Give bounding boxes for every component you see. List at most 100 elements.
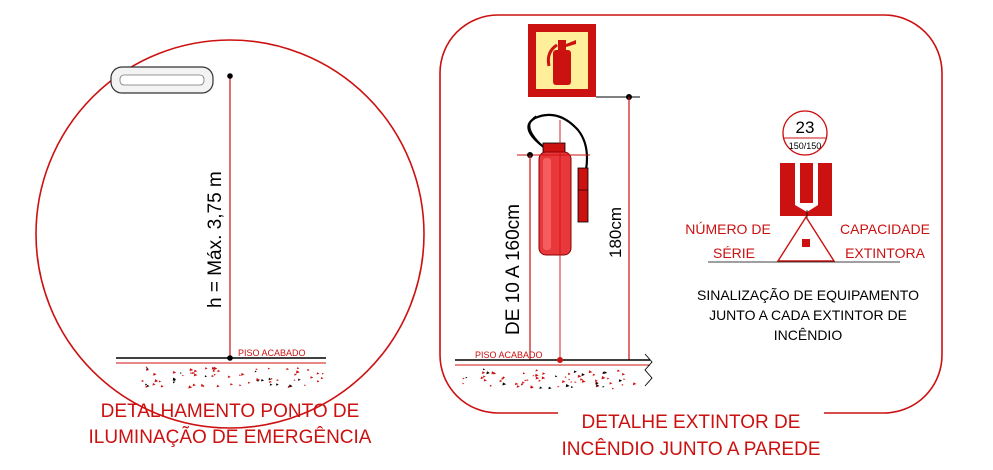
hatch-mark xyxy=(152,382,156,386)
hatch-mark xyxy=(542,372,546,375)
floor-break-symbol xyxy=(644,353,653,387)
hatch-mark xyxy=(521,381,525,384)
hatch-mark xyxy=(538,379,541,382)
hatch-mark xyxy=(294,373,297,376)
hatch-mark xyxy=(257,379,260,382)
hatch-mark xyxy=(580,378,584,381)
hatch-mark xyxy=(482,368,486,371)
hatch-mark xyxy=(213,373,217,376)
hatch-mark xyxy=(486,371,490,375)
hatch-mark xyxy=(555,375,558,378)
extinguisher-height-label: DE 10 A 160cm xyxy=(503,204,524,335)
hatch-mark xyxy=(632,382,637,386)
hatch-mark xyxy=(596,385,599,388)
hatch-mark xyxy=(295,370,300,374)
hatch-mark xyxy=(172,381,175,384)
hatch-mark xyxy=(577,374,582,378)
hatch-mark xyxy=(255,368,258,371)
hatch-mark xyxy=(482,375,486,378)
hatch-mark xyxy=(516,385,520,388)
serial-label-line1: NÚMERO DE xyxy=(685,221,771,237)
hatch-mark xyxy=(217,369,221,373)
floor-hatch-right xyxy=(462,368,637,390)
hatch-mark xyxy=(501,377,505,380)
note-line1: SINALIZAÇÃO DE EQUIPAMENTO xyxy=(697,287,919,303)
caption-right-line1: DETALHE EXTINTOR DE xyxy=(582,412,801,433)
hatch-mark xyxy=(254,370,257,373)
hatch-mark xyxy=(275,383,279,386)
hatch-mark xyxy=(141,379,145,383)
serial-label-line2: SÉRIE xyxy=(713,245,755,261)
hatch-mark xyxy=(200,383,205,387)
hatch-mark xyxy=(483,378,487,382)
hatch-mark xyxy=(172,370,177,374)
hatch-mark xyxy=(520,383,524,386)
note-line3: INCÊNDIO xyxy=(774,327,843,343)
hatch-mark xyxy=(567,372,571,376)
hatch-mark xyxy=(212,369,216,373)
extinguisher-sign-icon xyxy=(528,24,596,97)
hatch-mark xyxy=(557,385,560,388)
hatch-mark xyxy=(188,385,193,389)
hatch-mark xyxy=(211,366,216,370)
hatch-mark xyxy=(204,367,208,370)
hatch-mark xyxy=(268,377,272,381)
hatch-mark xyxy=(565,384,570,388)
detail-circle-left xyxy=(35,39,425,429)
floor-label-right: PISO ACABADO xyxy=(475,350,543,360)
caption-left-line2: ILUMINAÇÃO DE EMERGÊNCIA xyxy=(89,426,372,448)
hatch-mark xyxy=(462,382,465,385)
hatch-mark xyxy=(601,376,606,380)
hatch-mark xyxy=(189,368,194,372)
hatch-mark xyxy=(530,385,534,389)
hatch-mark xyxy=(239,374,242,377)
caption-right-line2: INCÊNDIO JUNTO A PAREDE xyxy=(561,438,820,460)
hatch-mark xyxy=(491,371,496,375)
hatch-mark xyxy=(320,377,324,380)
equipment-number-circle xyxy=(782,110,828,156)
hatch-mark xyxy=(247,381,251,384)
hatch-mark xyxy=(481,371,486,375)
hatch-mark xyxy=(269,383,273,386)
hatch-mark xyxy=(287,385,291,388)
hatch-mark xyxy=(611,387,615,390)
hatch-mark xyxy=(216,384,220,388)
hatch-mark xyxy=(564,376,567,378)
hatch-mark xyxy=(182,374,184,377)
hatch-mark xyxy=(316,380,320,383)
hatch-mark xyxy=(526,379,529,382)
fire-extinguisher-icon xyxy=(527,113,589,256)
hatch-mark xyxy=(158,380,162,383)
equipment-number: 23 xyxy=(796,118,815,137)
right-detail: PISO ACABADO DE 10 A 160cm 180cm 23 150/… xyxy=(439,14,943,461)
hatch-mark xyxy=(145,383,148,386)
hatch-mark xyxy=(270,378,273,380)
floor-label-left: PISO ACABADO xyxy=(238,348,306,358)
hatch-mark xyxy=(154,379,159,383)
floor-dot-right xyxy=(557,357,563,363)
hatch-mark xyxy=(602,385,605,388)
hatch-mark xyxy=(499,379,503,383)
hatch-mark xyxy=(145,366,148,369)
floor-hatch-left xyxy=(141,366,324,389)
equipment-sign-icon xyxy=(780,163,832,216)
height-dimension-label: h = Máx. 3,75 m xyxy=(205,171,226,308)
caption-left-line1: DETALHAMENTO PONTO DE xyxy=(101,401,360,422)
hatch-mark xyxy=(548,386,552,390)
hatch-mark xyxy=(230,383,233,386)
hatch-mark xyxy=(502,376,506,379)
capacity-label-line2: EXTINTORA xyxy=(845,245,926,261)
hatch-mark xyxy=(180,372,182,374)
hatch-mark xyxy=(539,386,543,389)
hatch-mark xyxy=(515,382,519,386)
hatch-mark xyxy=(192,383,196,387)
hatch-mark xyxy=(621,372,626,376)
hatch-mark xyxy=(581,379,586,383)
hatch-mark xyxy=(480,376,484,380)
hatch-mark xyxy=(535,374,539,377)
hatch-mark xyxy=(535,369,539,372)
hatch-mark xyxy=(607,377,610,380)
hatch-mark xyxy=(286,367,290,371)
hatch-mark xyxy=(316,372,320,375)
hatch-mark xyxy=(581,373,585,377)
